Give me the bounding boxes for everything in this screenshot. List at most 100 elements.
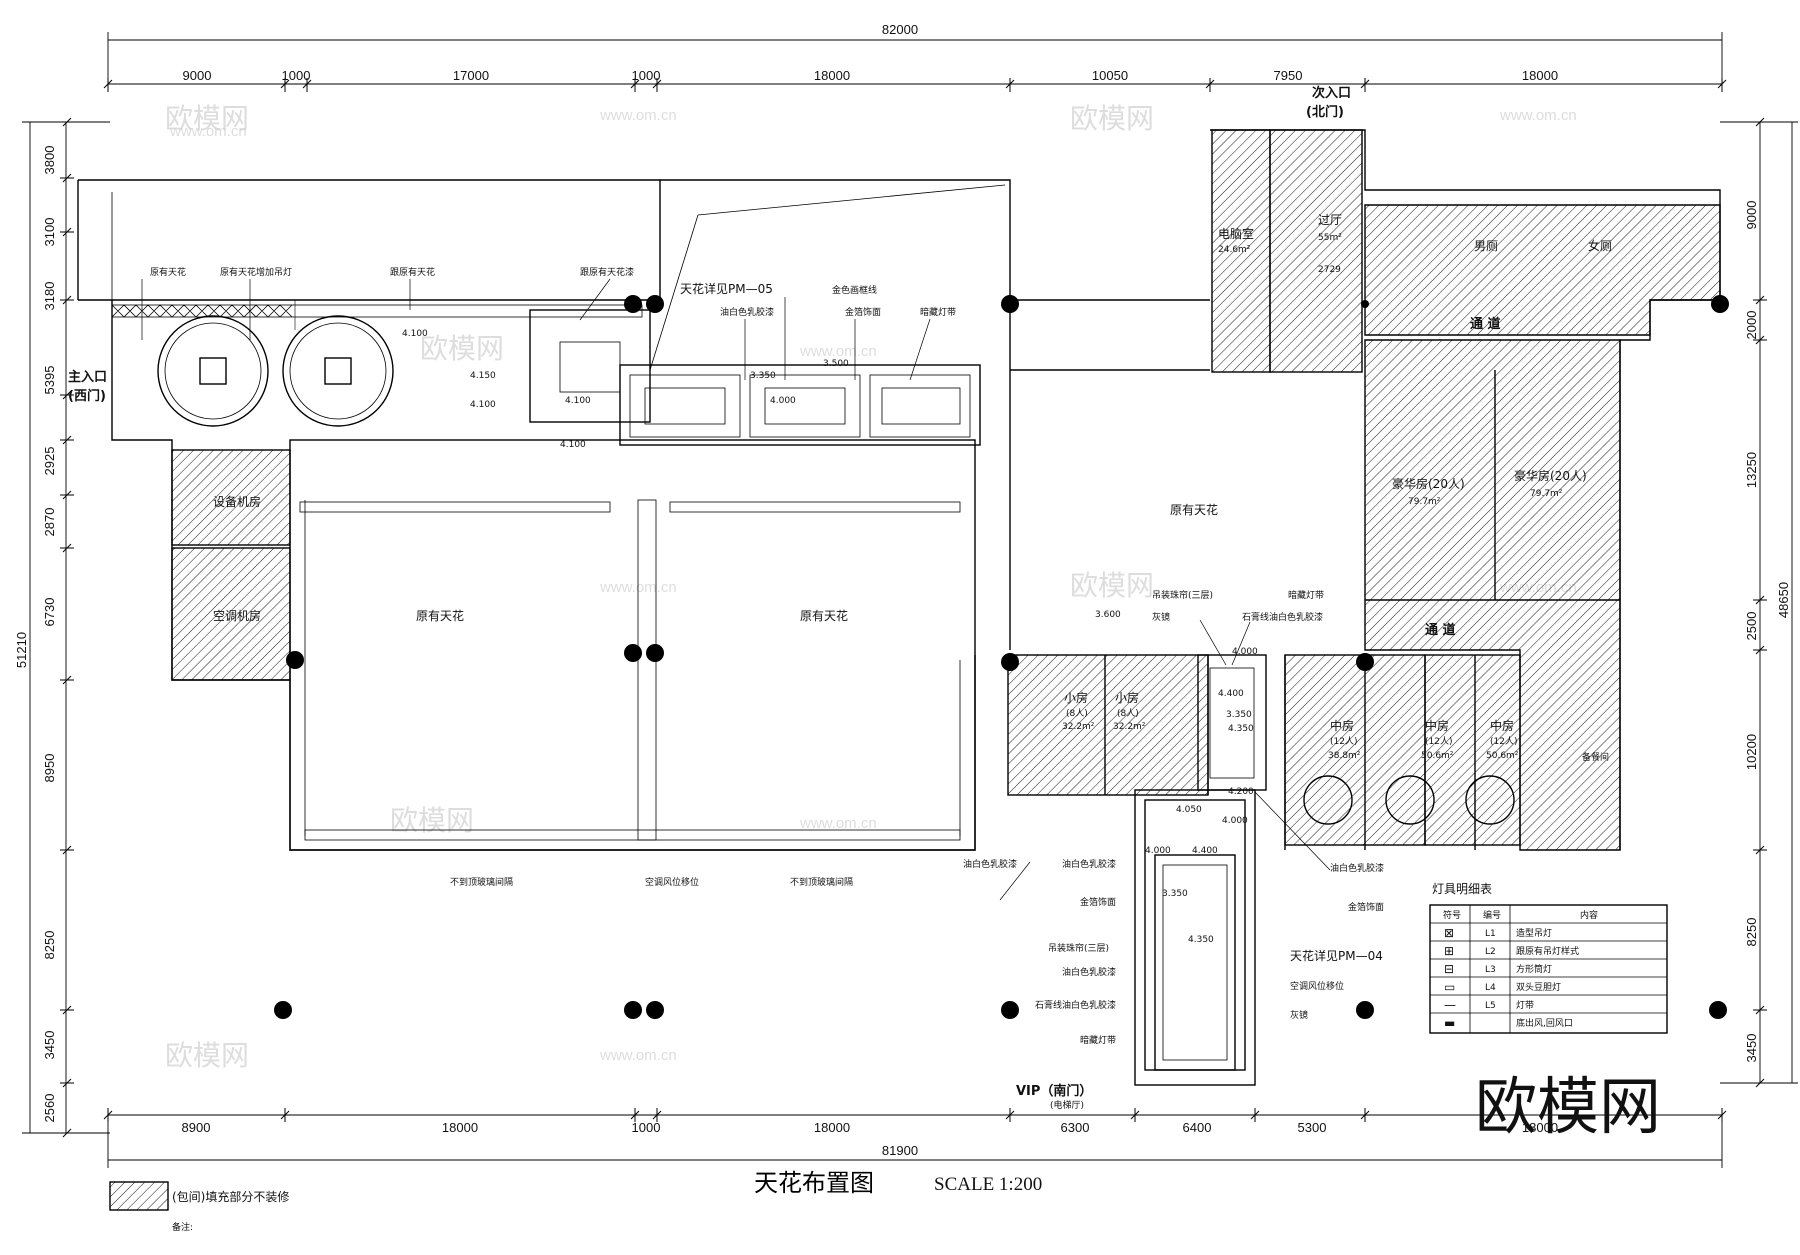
room-hall: 过厅 [1318, 213, 1342, 227]
room-mid-area: 50.6m² [1486, 751, 1519, 761]
dimension-tick [652, 79, 662, 89]
room-hall-area: 55m² [1318, 233, 1342, 243]
top-dim: 18000 [1522, 68, 1558, 83]
main-entry-sub: (西门) [68, 388, 106, 404]
vip-entry-sub: (电梯厅) [1050, 1099, 1084, 1111]
watermark-url: www.om.cn [799, 343, 877, 360]
room-deluxe: 豪华房(20人) [1514, 468, 1587, 483]
toilet-zone-hatch [1364, 204, 1721, 336]
annotation: 石膏线油白色乳胶漆 [1242, 611, 1323, 623]
top-dim: 9000 [183, 68, 212, 83]
room-existing-ceiling: 原有天花 [1170, 502, 1218, 517]
dimension-tick [1205, 79, 1215, 89]
legend-desc: 灯带 [1516, 1000, 1534, 1011]
elevation-mark: 4.100 [565, 396, 591, 406]
right-dimension-chain: 48650 9000 2000 13250 2500 10200 8250 34… [1720, 117, 1798, 1088]
chandelier-outer [157, 315, 269, 427]
watermark-url: www.om.cn [799, 815, 877, 832]
annotation: 暗藏灯带 [920, 306, 956, 318]
left-dim: 6730 [42, 598, 57, 627]
bottom-dim: 1000 [632, 1120, 661, 1135]
annotation: 原有天花 [150, 266, 186, 278]
dimension-tick [1755, 1078, 1765, 1088]
dimension-tick [1755, 335, 1765, 345]
dimension-tick [62, 675, 72, 685]
main-entry-label: 主入口 [68, 369, 107, 385]
gold-ceiling-panel-frame [619, 364, 981, 446]
legend-symbol: — [1444, 998, 1456, 1012]
elevation-mark: 4.150 [470, 371, 496, 381]
annotation: 跟原有天花 [390, 266, 435, 278]
remark-label: 备注: [172, 1221, 193, 1233]
bottom-dim: 18000 [814, 1120, 850, 1135]
elevation-mark: 4.050 [1176, 805, 1202, 815]
room-mid-cap: (12人) [1490, 736, 1517, 747]
room-mid-area: 50.6m² [1421, 751, 1454, 761]
annotation: 油白色乳胶漆 [1330, 862, 1384, 874]
hatched-zones [171, 129, 1721, 851]
room-small-cap: (8人) [1066, 708, 1088, 719]
dimension-tick [1005, 1110, 1015, 1120]
elevation-mark: 3.350 [750, 371, 776, 381]
room-small: 小房 [1115, 690, 1139, 705]
structural-columns [274, 295, 1729, 1019]
left-dim: 2560 [42, 1094, 57, 1123]
west-hall-fixtures [157, 309, 981, 446]
room-computer-area: 24.6m² [1218, 245, 1251, 255]
left-dim: 3180 [42, 282, 57, 311]
secondary-entry-sub: (北门) [1306, 104, 1344, 120]
column-dot [1001, 295, 1019, 313]
legend-desc: 双头豆胆灯 [1516, 982, 1561, 993]
leader-lines [141, 278, 1331, 901]
dimension-tick [1755, 845, 1765, 855]
top-total-dim: 82000 [882, 22, 918, 37]
room-small-area: 32.2m² [1062, 722, 1095, 732]
legend-desc: 造型吊灯 [1516, 927, 1552, 939]
room-existing-ceiling: 原有天花 [416, 608, 464, 623]
legend-header: 内容 [1580, 909, 1598, 921]
room-service: 备餐间 [1582, 751, 1609, 763]
annotation: 石膏线油白色乳胶漆 [1035, 999, 1116, 1011]
right-dim: 8250 [1744, 918, 1759, 947]
dimension-tick [280, 1110, 290, 1120]
left-dim: 3800 [42, 146, 57, 175]
top-dim: 1000 [632, 68, 661, 83]
watermark-layer: 欧模网 www.om.cn 欧模网 www.om.cn www.om.cn 欧模… [165, 102, 1577, 1072]
room-small: 小房 [1064, 690, 1088, 705]
right-total-dim: 48650 [1776, 582, 1791, 618]
equipment-room-hatch [171, 449, 291, 546]
elevation-mark: 4.350 [1188, 935, 1214, 945]
room-aircon: 空调机房 [213, 608, 261, 623]
room-labels: 设备机房 空调机房 原有天花 原有天花 原有天花 电脑室 24.6m² 过厅 5… [213, 213, 1612, 763]
dimension-tick [630, 1110, 640, 1120]
hatch-sample [109, 1181, 169, 1211]
dimension-tick [62, 227, 72, 237]
column-dot [624, 1001, 642, 1019]
column-dot [1361, 300, 1369, 308]
dimension-tick [1130, 1110, 1140, 1120]
annotation: 金箔饰面 [1080, 896, 1116, 908]
column-dot [1356, 653, 1374, 671]
vip-entry-label: VIP（南门） [1016, 1083, 1092, 1099]
bottom-dim: 8900 [182, 1120, 211, 1135]
column-dot [1709, 1001, 1727, 1019]
legend-desc: 跟原有吊灯样式 [1516, 945, 1579, 957]
secondary-entry-label: 次入口 [1312, 85, 1351, 101]
computer-room-hatch [1211, 129, 1271, 373]
dimension-tick [62, 1005, 72, 1015]
legend-desc: 底出风,回风口 [1516, 1017, 1573, 1029]
room-equipment: 设备机房 [213, 494, 261, 509]
small-rooms-hatch [1007, 654, 1209, 796]
watermark-text: 欧模网 [1070, 569, 1154, 602]
bottom-dim: 18000 [442, 1120, 478, 1135]
left-total-dim: 51210 [14, 632, 29, 668]
legend-title: 灯具明细表 [1432, 882, 1492, 896]
drawing-scale: SCALE 1:200 [934, 1174, 1042, 1195]
watermark-url: www.om.cn [1499, 107, 1577, 124]
right-dim: 10200 [1744, 734, 1759, 770]
annotation: 油白色乳胶漆 [963, 858, 1017, 870]
elevation-mark: 4.400 [1192, 846, 1218, 856]
right-dim: 13250 [1744, 452, 1759, 488]
legend-symbol: ⊟ [1444, 962, 1454, 976]
